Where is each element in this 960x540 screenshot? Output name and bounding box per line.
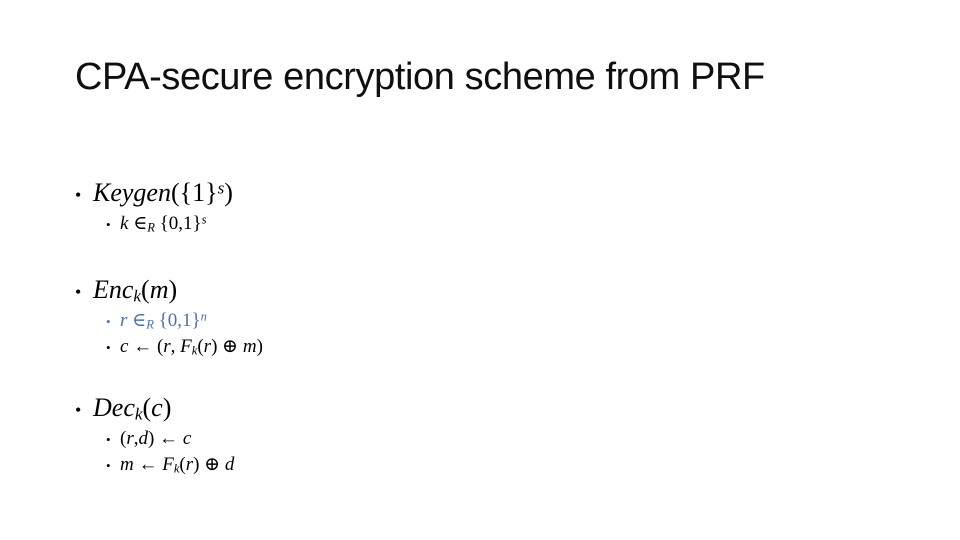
- keygen-line: • Keygen({1}s): [75, 177, 233, 211]
- message-recover-line: • m ← Fk(r) ⊕ d: [106, 452, 234, 478]
- parse-line: • (r,d) ← c: [106, 426, 234, 452]
- keygen-section: • Keygen({1}s) • k ∈R {0,1}s: [75, 177, 233, 237]
- message-recover-math: m ← Fk(r) ⊕ d: [120, 454, 235, 476]
- bullet-icon: •: [106, 314, 111, 329]
- ciphertext-math: c ← (r, Fk(r) ⊕ m): [120, 336, 263, 358]
- bullet-icon: •: [106, 458, 111, 473]
- enc-line: • Enck(m): [75, 274, 263, 308]
- bullet-icon: •: [75, 400, 82, 420]
- keygen-math: Keygen({1}s): [93, 178, 233, 207]
- dec-section: • Deck(c) • (r,d) ← c • m ← Fk(r) ⊕ d: [75, 392, 234, 478]
- bullet-icon: •: [75, 282, 82, 302]
- dec-line: • Deck(c): [75, 392, 234, 426]
- randomness-sample-line: • r ∈R {0,1}n: [106, 308, 263, 334]
- bullet-icon: •: [106, 217, 111, 232]
- key-sample-math: k ∈R {0,1}s: [120, 212, 207, 235]
- enc-section: • Enck(m) • r ∈R {0,1}n • c ← (r, Fk(r) …: [75, 274, 263, 360]
- bullet-icon: •: [106, 432, 111, 447]
- bullet-icon: •: [75, 185, 82, 205]
- parse-math: (r,d) ← c: [120, 428, 192, 449]
- ciphertext-line: • c ← (r, Fk(r) ⊕ m): [106, 334, 263, 360]
- key-sample-line: • k ∈R {0,1}s: [106, 211, 233, 237]
- enc-math: Enck(m): [93, 275, 178, 306]
- dec-math: Deck(c): [93, 393, 172, 424]
- randomness-sample-math: r ∈R {0,1}n: [120, 309, 207, 332]
- bullet-icon: •: [106, 340, 111, 355]
- slide-title: CPA-secure encryption scheme from PRF: [75, 56, 765, 98]
